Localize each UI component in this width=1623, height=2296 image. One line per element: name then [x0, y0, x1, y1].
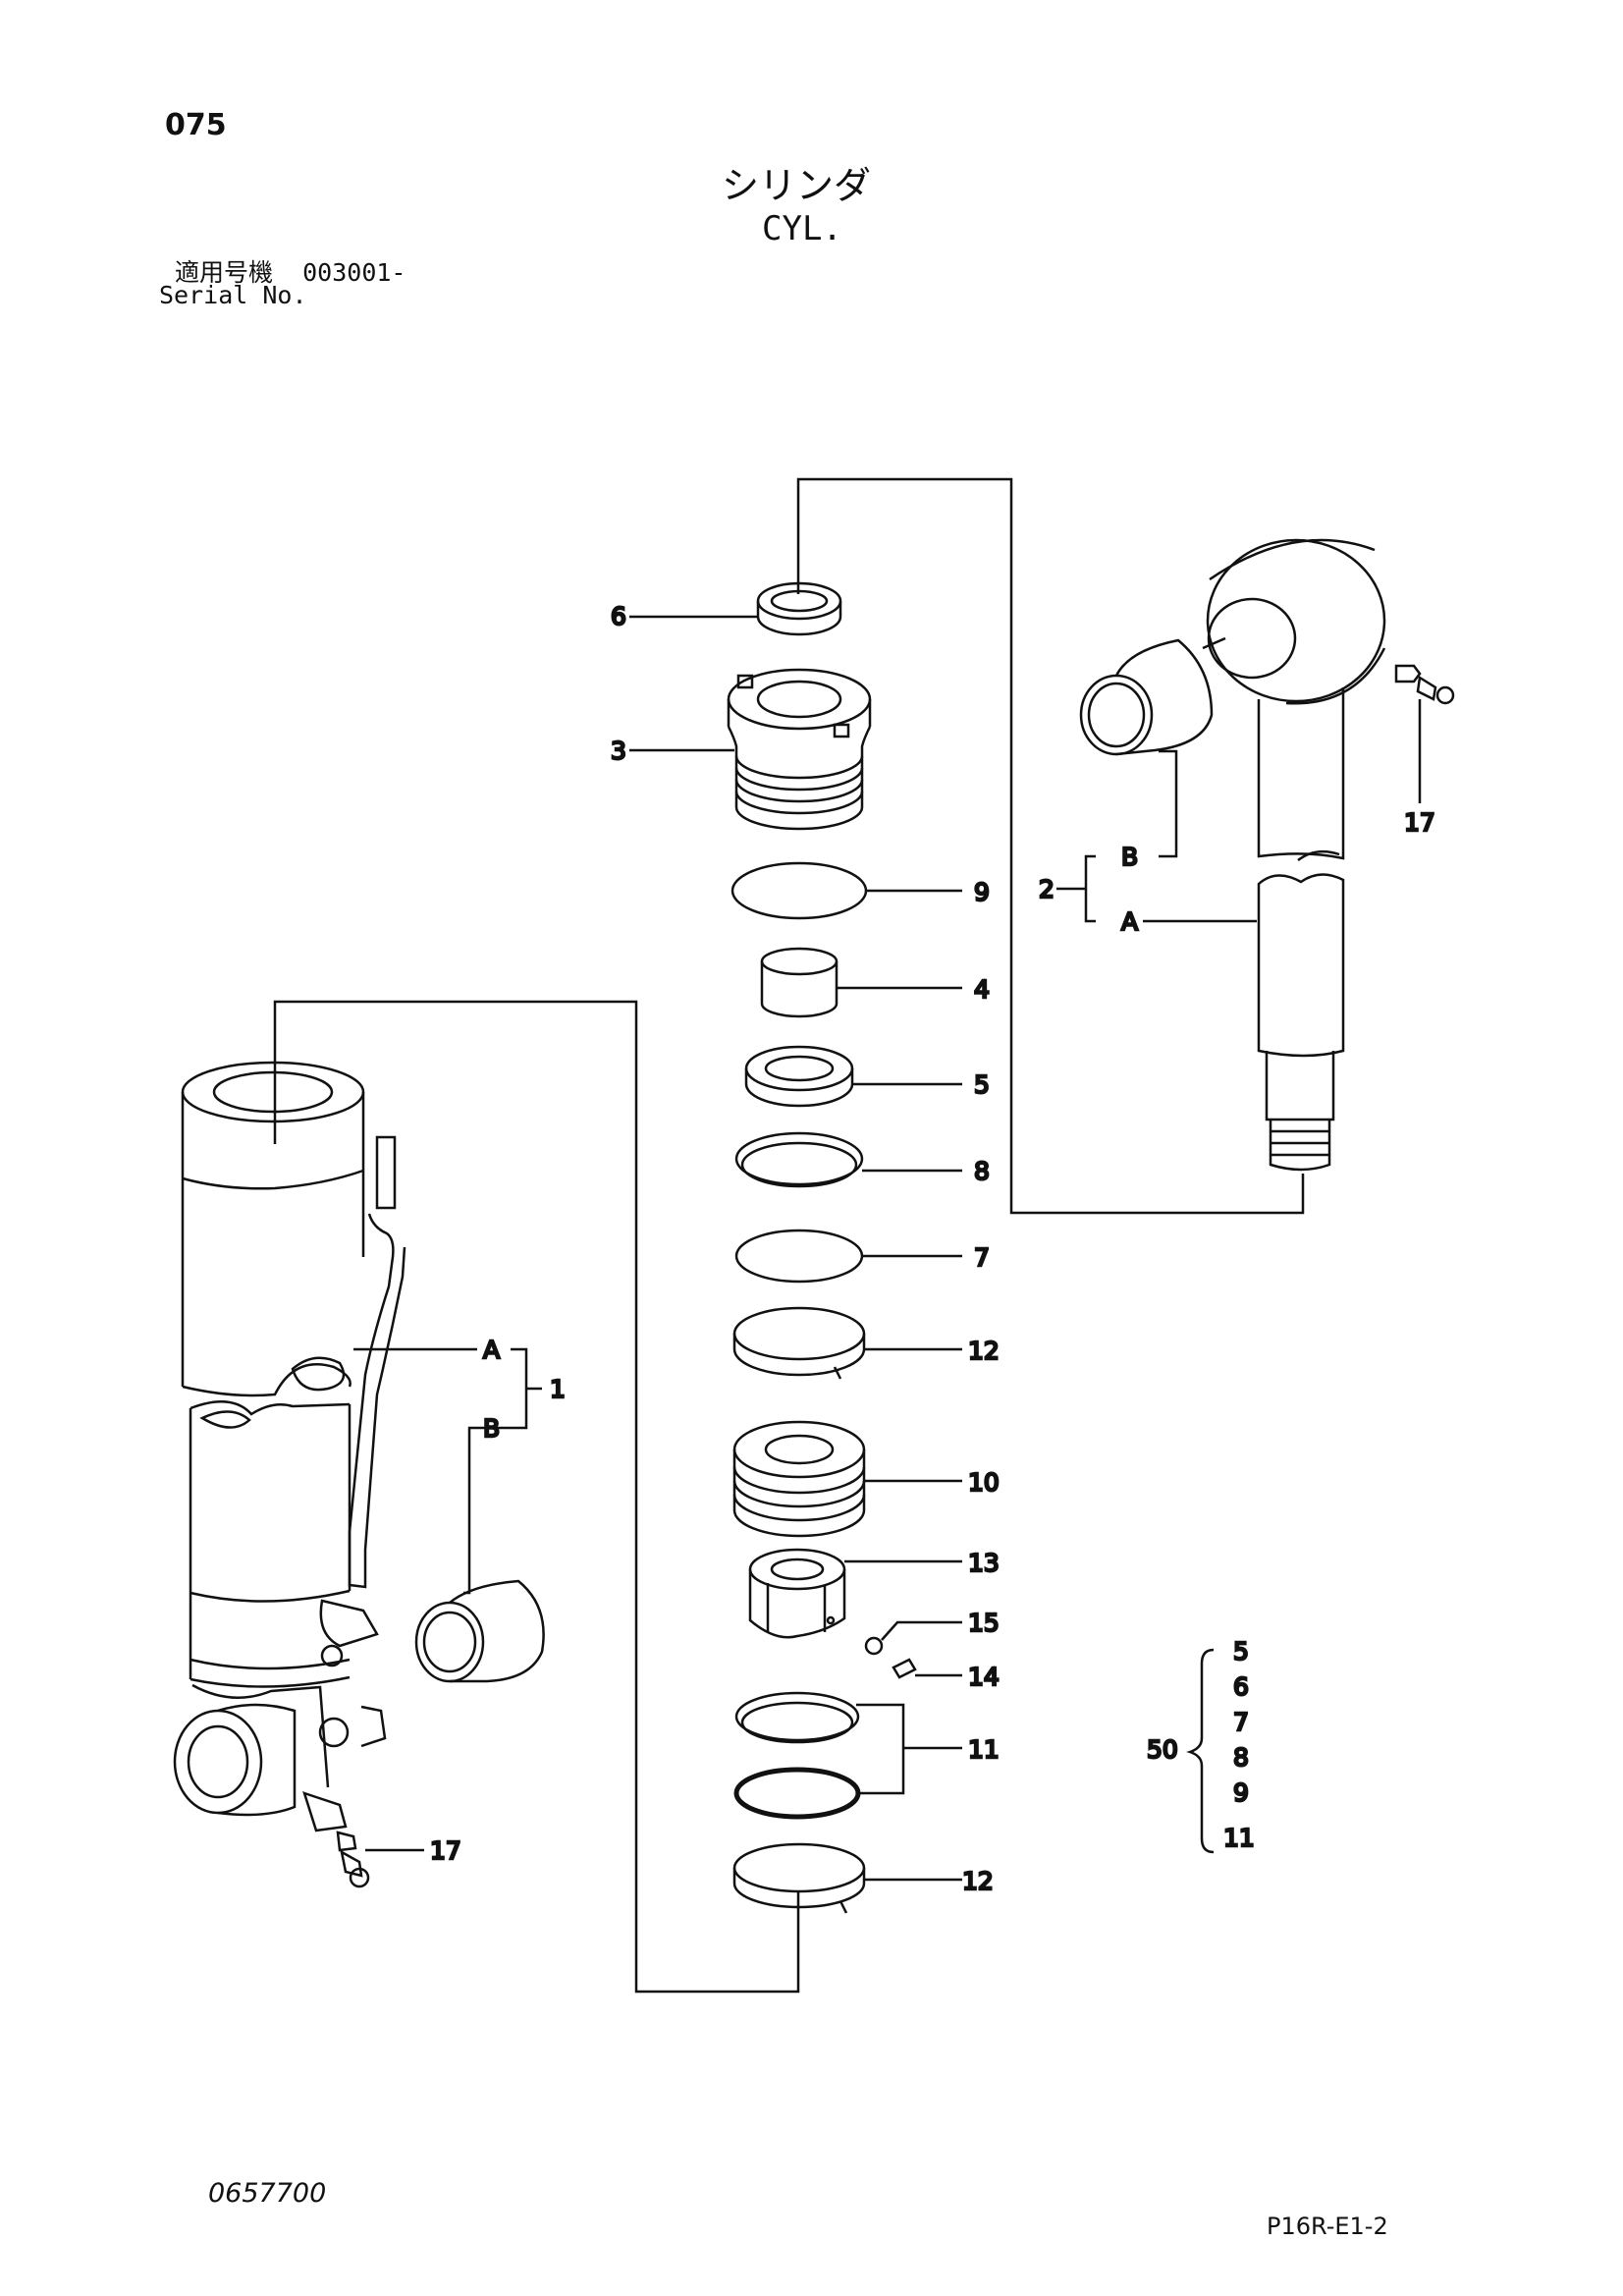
callout-2: 2	[1039, 875, 1055, 903]
callout-11: 11	[968, 1735, 1000, 1764]
part-4-bushing	[760, 947, 962, 1018]
part-15-steel-ball	[864, 1620, 962, 1656]
callout-7: 7	[974, 1243, 990, 1272]
part-12-wear-ring-upper	[732, 1306, 962, 1380]
title-english: CYL.	[762, 209, 842, 248]
part-1-bracket	[353, 1347, 542, 1595]
callout-2-a: A	[1121, 907, 1138, 936]
title-japanese: シリンダ	[722, 164, 872, 207]
serial-label-english: Serial No.	[159, 281, 307, 309]
part-5-rod-seal	[744, 1045, 962, 1108]
part-17-grease-nipple-bottom	[336, 1831, 424, 1888]
assembly-leader-lines	[273, 477, 1305, 1994]
page-number: 075	[165, 108, 227, 142]
part-2-bracket	[1056, 749, 1257, 923]
part-1-cylinder-tube	[173, 1061, 406, 1832]
callout-2-b: B	[1121, 843, 1138, 871]
callout-1-b: B	[483, 1414, 500, 1443]
callout-5: 5	[974, 1070, 990, 1099]
kit-item-7: 7	[1233, 1708, 1249, 1736]
kit-item-5: 5	[1233, 1637, 1249, 1666]
serial-label-japanese: 適用号機 003001-	[175, 253, 406, 289]
kit-item-9: 9	[1233, 1778, 1249, 1807]
part-8-backup-ring	[734, 1131, 962, 1188]
part-3-cylinder-head	[629, 668, 872, 831]
part-12-wear-ring-lower	[732, 1842, 962, 1914]
callout-8: 8	[974, 1157, 990, 1185]
drawing-number: 0657700	[208, 2178, 327, 2209]
callout-13: 13	[968, 1549, 1000, 1577]
serial-value: 003001-	[302, 258, 406, 287]
callout-12-lower: 12	[962, 1867, 994, 1895]
part-9-o-ring	[730, 861, 962, 920]
kit-item-8: 8	[1233, 1743, 1249, 1772]
part-2b-rod-end-bushing	[1079, 638, 1214, 756]
part-1b-tube-bushing	[414, 1579, 545, 1683]
callout-3: 3	[611, 737, 626, 765]
callout-15: 15	[968, 1609, 1000, 1637]
callout-17-top: 17	[1404, 808, 1435, 837]
kit-item-6: 6	[1233, 1672, 1249, 1701]
callout-6: 6	[611, 602, 626, 630]
part-2-piston-rod	[1202, 538, 1386, 1172]
callout-12-upper: 12	[968, 1337, 1000, 1365]
kit-number: 50	[1147, 1735, 1178, 1764]
callout-10: 10	[968, 1468, 1000, 1497]
callout-14: 14	[968, 1663, 1000, 1691]
callout-9: 9	[974, 878, 990, 906]
callout-1: 1	[550, 1375, 566, 1403]
part-10-piston	[732, 1420, 962, 1538]
part-6-dust-seal	[629, 581, 842, 636]
kit-item-11: 11	[1223, 1824, 1255, 1852]
part-14-set-screw	[892, 1658, 962, 1679]
serial-label-jp-text: 適用号機	[175, 258, 274, 287]
callout-4: 4	[974, 975, 990, 1004]
callout-17-bottom: 17	[430, 1836, 461, 1865]
part-17-grease-nipple-top	[1394, 664, 1455, 803]
kit-50-brace	[1186, 1648, 1215, 1854]
sheet-code: P16R-E1-2	[1267, 2213, 1388, 2240]
part-11-piston-seal-pair	[733, 1691, 962, 1820]
part-13-nut	[748, 1548, 962, 1639]
part-7-o-ring	[734, 1229, 962, 1284]
callout-1-a: A	[483, 1336, 500, 1364]
